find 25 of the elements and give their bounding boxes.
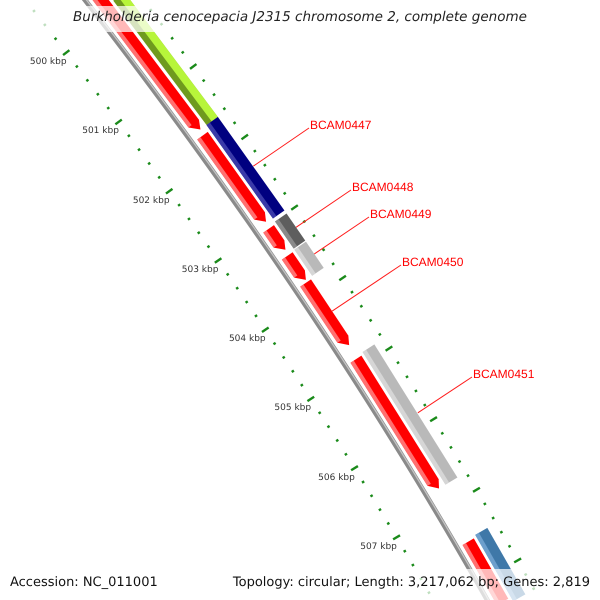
leader-line <box>314 216 370 254</box>
gene-label: BCAM0450 <box>402 254 464 270</box>
position-label: 501 kbp <box>82 126 119 138</box>
position-label: 504 kbp <box>228 334 266 346</box>
gene-segment <box>263 225 286 250</box>
position-label: 503 kbp <box>182 264 218 276</box>
gene-segment <box>282 252 306 280</box>
map-title: Burkholderia cenocepacia J2315 chromosome 2, complete genome <box>72 9 528 25</box>
leader-line <box>296 190 352 228</box>
position-label: 507 kbp <box>360 542 397 553</box>
gene-label: BCAM0448 <box>352 179 414 195</box>
position-label: 505 kbp <box>274 403 312 414</box>
position-label: 506 kbp <box>318 472 355 484</box>
position-label: 502 kbp <box>132 196 170 207</box>
gene-segment <box>197 132 266 222</box>
gene-label: BCAM0447 <box>310 117 372 133</box>
footer-text: Topology: circular; Length: 3,217,062 bp; Genes: 2,819 <box>232 575 590 591</box>
gene-segment <box>300 279 350 346</box>
gene-label: BCAM0451 <box>473 366 534 382</box>
position-label: 500 kbp <box>30 57 67 68</box>
leader-line <box>252 128 310 167</box>
leader-line <box>332 264 402 312</box>
footer-text: Accession: NC_011001 <box>10 575 158 591</box>
gene-label: BCAM0449 <box>370 206 432 222</box>
leader-line <box>417 376 472 414</box>
